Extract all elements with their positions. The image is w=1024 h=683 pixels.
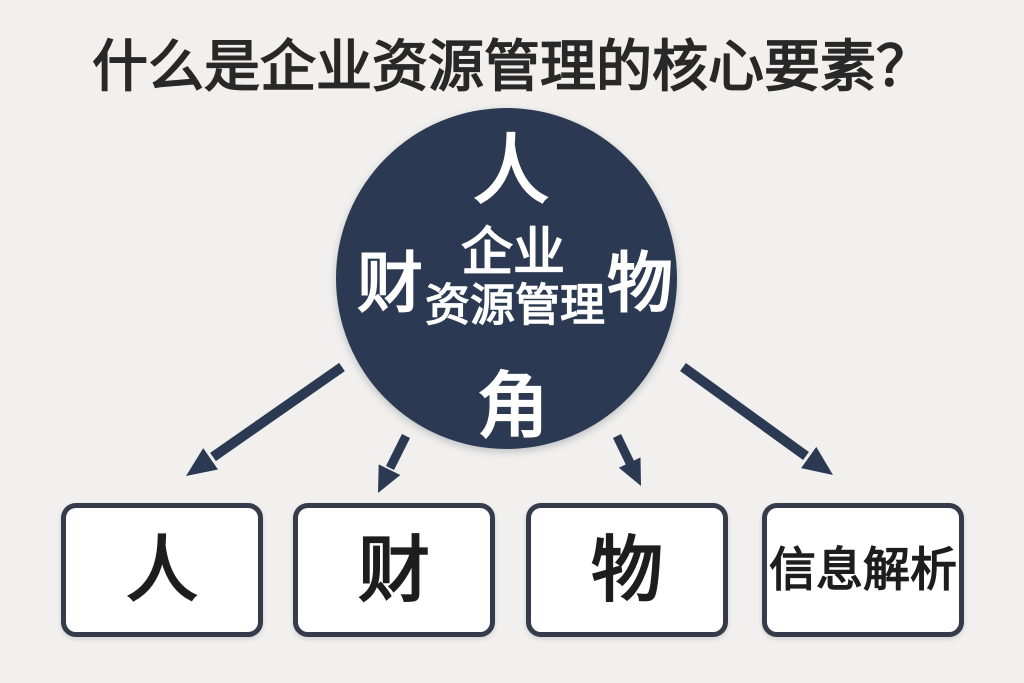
- center-circle: 人 财 物 角 企业 资源管理: [336, 108, 677, 449]
- arrow-to-box-1: [186, 362, 345, 476]
- box-xinxijiexi-label: 信息解析: [769, 542, 957, 598]
- arrow-to-box-2: [378, 433, 411, 493]
- page-title: 什么是企业资源管理的核心要素？: [92, 35, 932, 100]
- box-xinxijiexi: 信息解析: [762, 503, 964, 637]
- circle-center-line2: 资源管理: [424, 278, 606, 332]
- circle-label-top: 人: [473, 126, 549, 215]
- box-cai: 财: [293, 503, 495, 637]
- circle-label-left: 财: [357, 245, 423, 322]
- box-ren: 人: [61, 503, 263, 637]
- circle-center-line1: 企业: [460, 223, 566, 283]
- arrow-to-box-3: [612, 434, 641, 486]
- box-wu: 物: [526, 503, 728, 637]
- box-ren-label: 人: [125, 528, 198, 612]
- circle-label-right: 物: [607, 245, 673, 322]
- circle-label-bottom: 角: [476, 364, 550, 448]
- box-cai-label: 财: [357, 528, 430, 612]
- arrow-to-box-4: [680, 362, 833, 475]
- box-wu-label: 物: [590, 528, 663, 612]
